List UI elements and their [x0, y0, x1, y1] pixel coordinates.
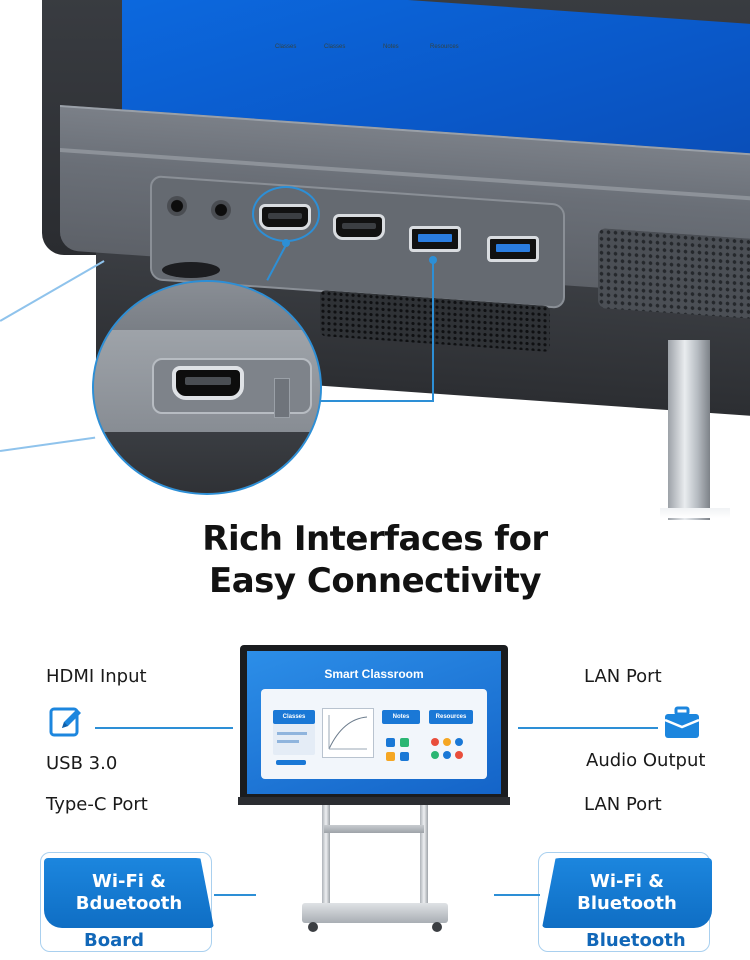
board-col-label-4: Resources: [430, 44, 459, 50]
board-app-icons-left: [386, 738, 420, 762]
board-chip-classes: Classes: [273, 710, 315, 724]
board-chip-resources: Resources: [429, 710, 473, 724]
zoom-underside: [94, 432, 320, 493]
board-col-label-3: Notes: [383, 44, 399, 50]
monitor-foot: [162, 262, 220, 278]
audio-jack-1: [167, 196, 187, 216]
briefcase-icon: [663, 706, 700, 742]
board-app-icons-right: [431, 738, 473, 762]
zoom-panel-edge: [274, 378, 290, 418]
board-col-label-1: Classes: [275, 44, 297, 50]
zoom-callout: [92, 280, 322, 495]
connector-right-top: [518, 727, 658, 729]
stand-crossbar: [324, 825, 424, 833]
hdmi-highlight-ring: [252, 186, 320, 242]
label-type-c: Type-C Port: [46, 794, 148, 815]
stand-post-right: [420, 805, 428, 915]
pill-right-sub-label: Bluetooth: [586, 930, 686, 951]
zoom-hdmi-port: [172, 366, 244, 400]
callout-line-usb-vertical: [432, 262, 434, 402]
board-line-2: [277, 740, 299, 743]
pill-left-sub-label: Board: [84, 930, 144, 951]
callout-line-usb-horizontal: [316, 400, 434, 402]
label-lan-port-bottom: LAN Port: [584, 794, 662, 815]
hdmi-port-2: [333, 214, 385, 240]
title-line-1: Rich Interfaces for: [202, 519, 548, 559]
connector-left-bottom: [214, 894, 256, 896]
connector-left-top: [95, 727, 233, 729]
edit-pen-icon: [48, 704, 84, 740]
deco-line-2: [0, 436, 96, 452]
label-lan-port-top: LAN Port: [584, 666, 662, 687]
callout-dot-hdmi: [282, 239, 290, 247]
board-classes-panel: Classes: [273, 710, 315, 755]
pill-right-line-1: Wi-Fi &: [590, 871, 664, 892]
connector-right-bottom: [494, 894, 540, 896]
deco-line-1: [0, 260, 105, 322]
label-usb: USB 3.0: [46, 753, 118, 774]
board-chip-notes: Notes: [382, 710, 420, 724]
pill-left-line-1: Wi-Fi &: [92, 871, 166, 892]
callout-dot-usb: [429, 256, 437, 264]
usb-port-1: [409, 226, 461, 252]
pill-right-line-2: Bluetooth: [577, 893, 677, 914]
stand-base: [302, 903, 448, 923]
stand-pole-base: [660, 508, 730, 518]
pill-frame-left: [40, 852, 212, 952]
stand-wheel-left: [308, 922, 318, 932]
page-title: Rich Interfaces for Easy Connectivity: [0, 518, 750, 602]
board-col-label-2: Classes: [324, 44, 346, 50]
audio-jack-2: [211, 200, 231, 220]
stand-wheel-right: [432, 922, 442, 932]
stand-pole: [668, 340, 710, 520]
label-hdmi-input: HDMI Input: [46, 666, 147, 687]
board-graph: [322, 708, 374, 758]
smart-board-rail: [238, 797, 510, 805]
hero-product-photo: [0, 0, 750, 520]
board-screen-title: Smart Classroom: [324, 667, 424, 681]
board-progress-bar: [276, 760, 306, 765]
wifi-bluetooth-pill-left: Wi-Fi & Bduetooth: [44, 858, 214, 928]
stand-post-left: [322, 805, 330, 915]
board-line-1: [277, 732, 307, 735]
pill-left-line-2: Bduetooth: [75, 893, 183, 914]
label-audio-output: Audio Output: [586, 750, 706, 771]
wifi-bluetooth-pill-right: Wi-Fi & Bluetooth: [542, 858, 712, 928]
title-line-2: Easy Connectivity: [209, 561, 541, 601]
speaker-grille: [598, 228, 750, 320]
usb-port-2: [487, 236, 539, 262]
